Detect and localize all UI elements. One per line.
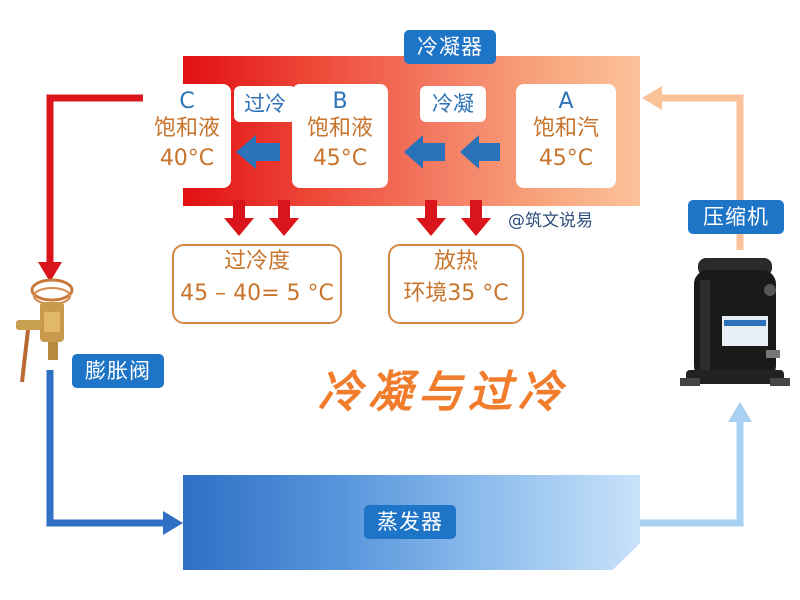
- evaporator-label: 蒸发器: [364, 505, 456, 539]
- compressor-icon: [680, 258, 790, 386]
- condenser-inlet-arrowhead: [642, 86, 662, 110]
- discharge-line-pipe: [660, 94, 744, 250]
- condensing-process-tag: 冷凝: [420, 86, 486, 122]
- state-letter-b: B: [332, 89, 348, 114]
- subcooling-process-tag: 过冷: [234, 86, 296, 122]
- liquid-line-pipe: [46, 94, 183, 262]
- suction-inlet-pipe: [46, 370, 165, 527]
- state-temp-c: 40°C: [159, 146, 215, 171]
- heat-arrow-4: [461, 200, 491, 236]
- flow-arrow-2: [404, 135, 445, 169]
- expansion-valve-label: 膨胀阀: [72, 354, 164, 388]
- state-temp-a: 45°C: [538, 146, 594, 171]
- heat-release-note: 放热 环境35 °C: [388, 244, 524, 324]
- state-box-b: B 饱和液 45°C: [292, 84, 388, 188]
- state-name-a: 饱和汽: [532, 116, 599, 141]
- diagram-title: 冷凝与过冷: [318, 367, 568, 418]
- heat-arrow-1: [224, 200, 254, 236]
- liquid-line-arrowhead: [38, 262, 62, 282]
- state-name-c: 饱和液: [153, 116, 220, 141]
- suction-line-pipe: [640, 420, 744, 527]
- flow-arrow-3: [460, 135, 500, 169]
- watermark-text: @筑文说易: [508, 211, 593, 231]
- subcooling-degree-title: 过冷度: [223, 249, 290, 274]
- condenser-label: 冷凝器: [404, 30, 496, 64]
- state-letter-c: C: [179, 89, 195, 114]
- heat-release-ambient: 环境35 °C: [403, 281, 509, 306]
- compressor-label: 压缩机: [688, 200, 784, 234]
- state-box-c: C 饱和液 40°C: [143, 84, 231, 188]
- heat-arrow-2: [269, 200, 299, 236]
- subcooling-degree-formula: 45 – 40= 5 °C: [180, 281, 334, 306]
- heat-arrow-3: [416, 200, 446, 236]
- subcooling-degree-note: 过冷度 45 – 40= 5 °C: [172, 244, 342, 324]
- heat-release-title: 放热: [433, 249, 478, 274]
- compressor-inlet-arrowhead: [728, 402, 752, 422]
- state-name-b: 饱和液: [306, 116, 373, 141]
- expansion-valve-icon: [16, 278, 74, 383]
- evaporator-inlet-arrowhead: [163, 511, 183, 535]
- state-letter-a: A: [558, 89, 574, 114]
- state-temp-b: 45°C: [312, 146, 368, 171]
- state-box-a: A 饱和汽 45°C: [516, 84, 616, 188]
- flow-arrow-1: [236, 135, 280, 169]
